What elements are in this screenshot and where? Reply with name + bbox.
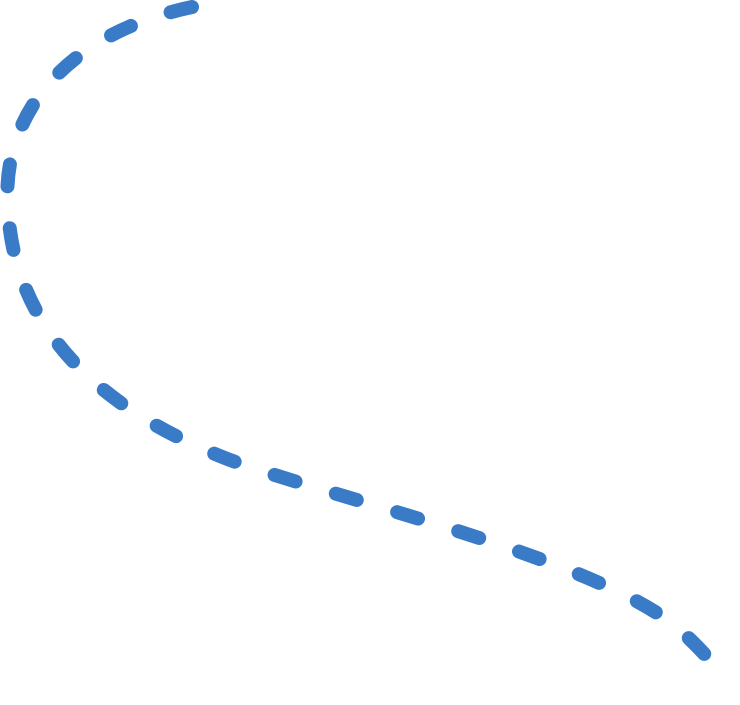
dashed-curve [0,0,735,690]
